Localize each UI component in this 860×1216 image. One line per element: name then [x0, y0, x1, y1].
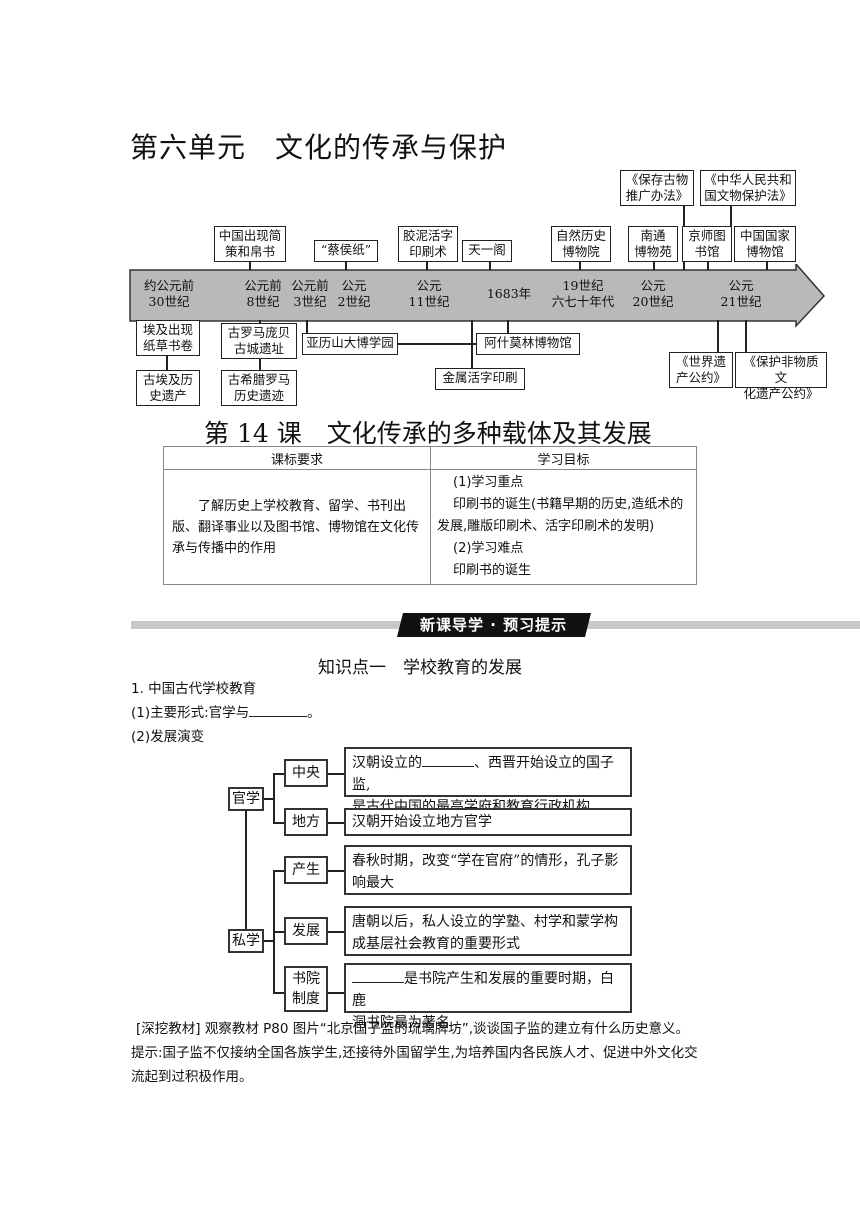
- event-box: 天一阁: [462, 240, 512, 262]
- fazhan-desc: 唐朝以后，私人设立的学塾、村学和蒙学构成基层社会教育的重要形式: [344, 906, 632, 956]
- item-line: (1)主要形式:官学与。: [131, 702, 321, 724]
- lesson-title: 第 14 课 文化传承的多种载体及其发展: [204, 419, 652, 448]
- hint-line: 提示:国子监不仅接纳全国各族学生,还接待外国留学生,为培养国内各民族人才、促进中…: [131, 1045, 698, 1061]
- guanxue-node: 官学: [228, 787, 264, 811]
- section-banner: 新课导学 · 预习提示: [397, 613, 591, 637]
- event-box: 古希腊罗马历史遗迹: [221, 370, 297, 406]
- event-box: 埃及出现纸草书卷: [136, 320, 200, 356]
- table-header-right: 学习目标: [430, 446, 697, 470]
- difang-node: 地方: [284, 808, 328, 836]
- event-box: 中国出现简策和帛书: [214, 226, 286, 262]
- axis-label: 19世纪六七十年代: [551, 278, 615, 309]
- fill-blank[interactable]: [352, 968, 404, 983]
- sixue-node: 私学: [228, 929, 264, 953]
- event-box: 南通博物苑: [628, 226, 678, 262]
- event-box: “蔡侯纸”: [314, 240, 378, 262]
- event-box: 京师图书馆: [682, 226, 732, 262]
- event-box: 胶泥活字印刷术: [398, 226, 458, 262]
- axis-label: 1683年: [486, 286, 532, 301]
- event-box: 金属活字印刷: [435, 368, 525, 390]
- event-box: 《保护非物质文化遗产公约》: [735, 352, 827, 401]
- event-box: 古罗马庞贝古城遗址: [221, 323, 297, 359]
- event-box: 《中华人民共和国文物保护法》: [700, 170, 796, 206]
- event-box: 古埃及历史遗产: [136, 370, 200, 406]
- event-box: 《保存古物推广办法》: [620, 170, 694, 206]
- deep-dig-question: [深挖教材] 观察教材 P80 图片“北京国子监的琉璃牌坊”,谈谈国子监的建立有…: [136, 1021, 690, 1037]
- knowledge-title: 知识点一 学校教育的发展: [318, 658, 522, 678]
- shuyuan-desc: 是书院产生和发展的重要时期，白鹿洞书院最为著名: [344, 963, 632, 1031]
- learning-goals: (1)学习重点 印刷书的诞生(书籍早期的历史,造纸术的发展,雕版印刷术、活字印刷…: [430, 469, 697, 585]
- event-box: 中国国家博物馆: [734, 226, 796, 262]
- hint-line: 流起到过积极作用。: [131, 1069, 253, 1085]
- zhongyang-desc: 汉朝设立的、西晋开始设立的国子监,是古代中国的最高学府和教育行政机构: [344, 747, 632, 815]
- event-box: 亚历山大博学园: [302, 333, 398, 355]
- requirement-text: 了解历史上学校教育、留学、书刊出版、翻译事业以及图书馆、博物馆在文化传承与传播中…: [163, 469, 431, 585]
- fill-blank[interactable]: [249, 702, 308, 717]
- chansheng-node: 产生: [284, 856, 328, 884]
- event-box: 《世界遗产公约》: [669, 352, 733, 388]
- unit-title: 第六单元 文化的传承与保护: [130, 131, 508, 164]
- shuyuan-node: 书院制度: [284, 966, 328, 1012]
- chansheng-desc: 春秋时期，改变“学在官府”的情形，孔子影响最大: [344, 845, 632, 895]
- item-line: (2)发展演变: [131, 729, 205, 745]
- difang-desc: 汉朝开始设立地方官学: [344, 808, 632, 836]
- event-box: 阿什莫林博物馆: [476, 333, 580, 355]
- item-heading: 1. 中国古代学校教育: [131, 681, 257, 697]
- table-header-left: 课标要求: [163, 446, 431, 470]
- fill-blank[interactable]: [422, 752, 474, 767]
- requirements-table: 课标要求 学习目标 了解历史上学校教育、留学、书刊出版、翻译事业以及图书馆、博物…: [163, 446, 697, 585]
- zhongyang-node: 中央: [284, 759, 328, 787]
- fazhan-node: 发展: [284, 917, 328, 945]
- event-box: 自然历史博物院: [551, 226, 611, 262]
- timeline-arrow: [129, 264, 826, 328]
